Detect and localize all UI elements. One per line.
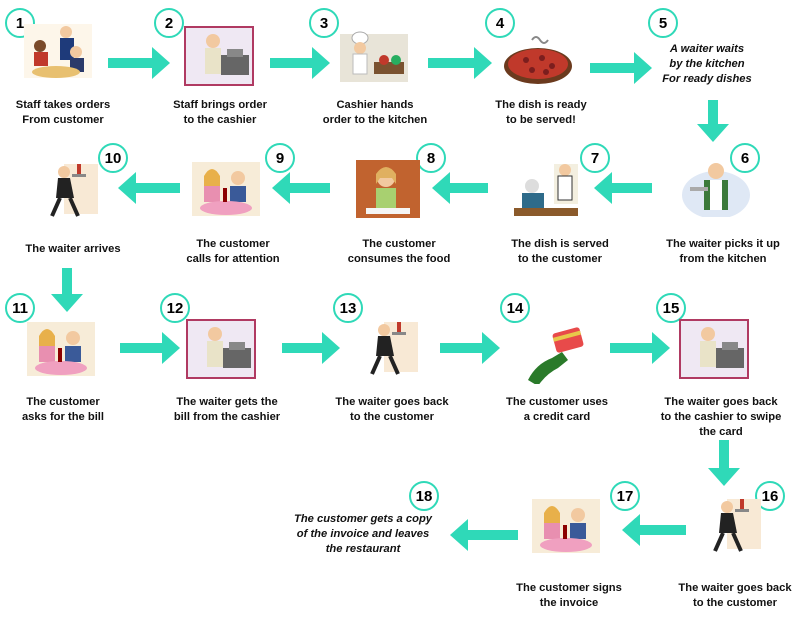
step-number-badge: 3 [309, 8, 339, 38]
step-caption: The waiter goes back to the customer [678, 582, 792, 609]
step-number-badge: 12 [160, 293, 190, 323]
flow-arrow-9 [118, 172, 180, 204]
flow-arrow-11 [120, 332, 180, 364]
step-caption: The waiter goes back to the cashier to s… [660, 396, 782, 438]
step-number-badge: 14 [500, 293, 530, 323]
step-caption: The customer consumes the food [347, 238, 451, 265]
couple-dining-icon [27, 322, 95, 376]
flow-arrow-14 [610, 332, 670, 364]
step-number-badge: 5 [648, 8, 678, 38]
flow-arrow-6 [594, 172, 652, 204]
step-number-badge: 16 [755, 481, 785, 511]
flow-arrow-4 [590, 52, 652, 84]
flow-arrow-1 [108, 47, 170, 79]
waiter-serving-elderly-icon [514, 164, 578, 216]
flow-arrow-7 [432, 172, 488, 204]
flow-arrow-12 [282, 332, 340, 364]
cashier-register-icon [186, 319, 256, 379]
step-number-badge: 7 [580, 143, 610, 173]
waiter-walking-icon [370, 322, 418, 375]
couple-dining-icon [532, 499, 600, 553]
waiter-walking-icon [50, 164, 98, 217]
step-number-badge: 10 [98, 143, 128, 173]
step-number-badge: 11 [5, 293, 35, 323]
step-caption: The customer signs the invoice [516, 582, 622, 609]
flow-arrow-10 [51, 268, 83, 312]
step-caption: The customer uses a credit card [506, 396, 608, 423]
step-number-badge: 8 [416, 143, 446, 173]
cashier-register-icon [184, 26, 254, 86]
step-caption: The waiter arrives [25, 243, 121, 255]
flow-arrow-16 [622, 514, 686, 546]
step-caption: A waiter waits by the kitchen For ready … [662, 43, 752, 85]
step-caption: The dish is served to the customer [511, 238, 609, 265]
waiter-walking-icon [713, 499, 761, 552]
step-caption: Staff brings order to the cashier [173, 99, 267, 126]
flow-arrow-2 [270, 47, 330, 79]
step-caption: Cashier hands order to the kitchen [322, 99, 428, 126]
couple-dining-icon [192, 162, 260, 216]
step-number-badge: 13 [333, 293, 363, 323]
step-number-badge: 9 [265, 143, 295, 173]
step-caption: Staff takes orders From customer [15, 99, 111, 126]
waiter-with-tray-icon [682, 163, 750, 217]
step-number-badge: 2 [154, 8, 184, 38]
flow-arrow-8 [272, 172, 330, 204]
step-caption: The customer calls for attention [186, 238, 280, 265]
step-caption: The waiter gets the bill from the cashie… [173, 396, 281, 423]
step-number-badge: 15 [656, 293, 686, 323]
step-number-badge: 17 [610, 481, 640, 511]
step-caption: The customer gets a copy of the invoice … [293, 513, 433, 555]
step-caption: The waiter goes back to the customer [335, 396, 449, 423]
woman-eating-icon [356, 160, 420, 218]
flow-arrow-5 [697, 100, 729, 142]
hand-credit-card-icon [528, 327, 584, 384]
flow-arrow-15 [708, 440, 740, 486]
step-number-badge: 18 [409, 481, 439, 511]
pizza-dish-icon [504, 36, 572, 84]
waiter-serving-couple-icon [24, 24, 92, 78]
chef-kitchen-icon [340, 31, 408, 82]
step-caption: The customer asks for the bill [21, 396, 105, 423]
flow-arrow-17 [450, 519, 518, 551]
step-number-badge: 6 [730, 143, 760, 173]
step-caption: The dish is ready to be served! [495, 99, 587, 126]
flow-arrow-13 [440, 332, 500, 364]
step-number-badge: 1 [5, 8, 35, 38]
cashier-register-icon [679, 319, 749, 379]
step-caption: The waiter picks it up from the kitchen [666, 238, 780, 265]
flow-arrow-3 [428, 47, 492, 79]
step-number-badge: 4 [485, 8, 515, 38]
